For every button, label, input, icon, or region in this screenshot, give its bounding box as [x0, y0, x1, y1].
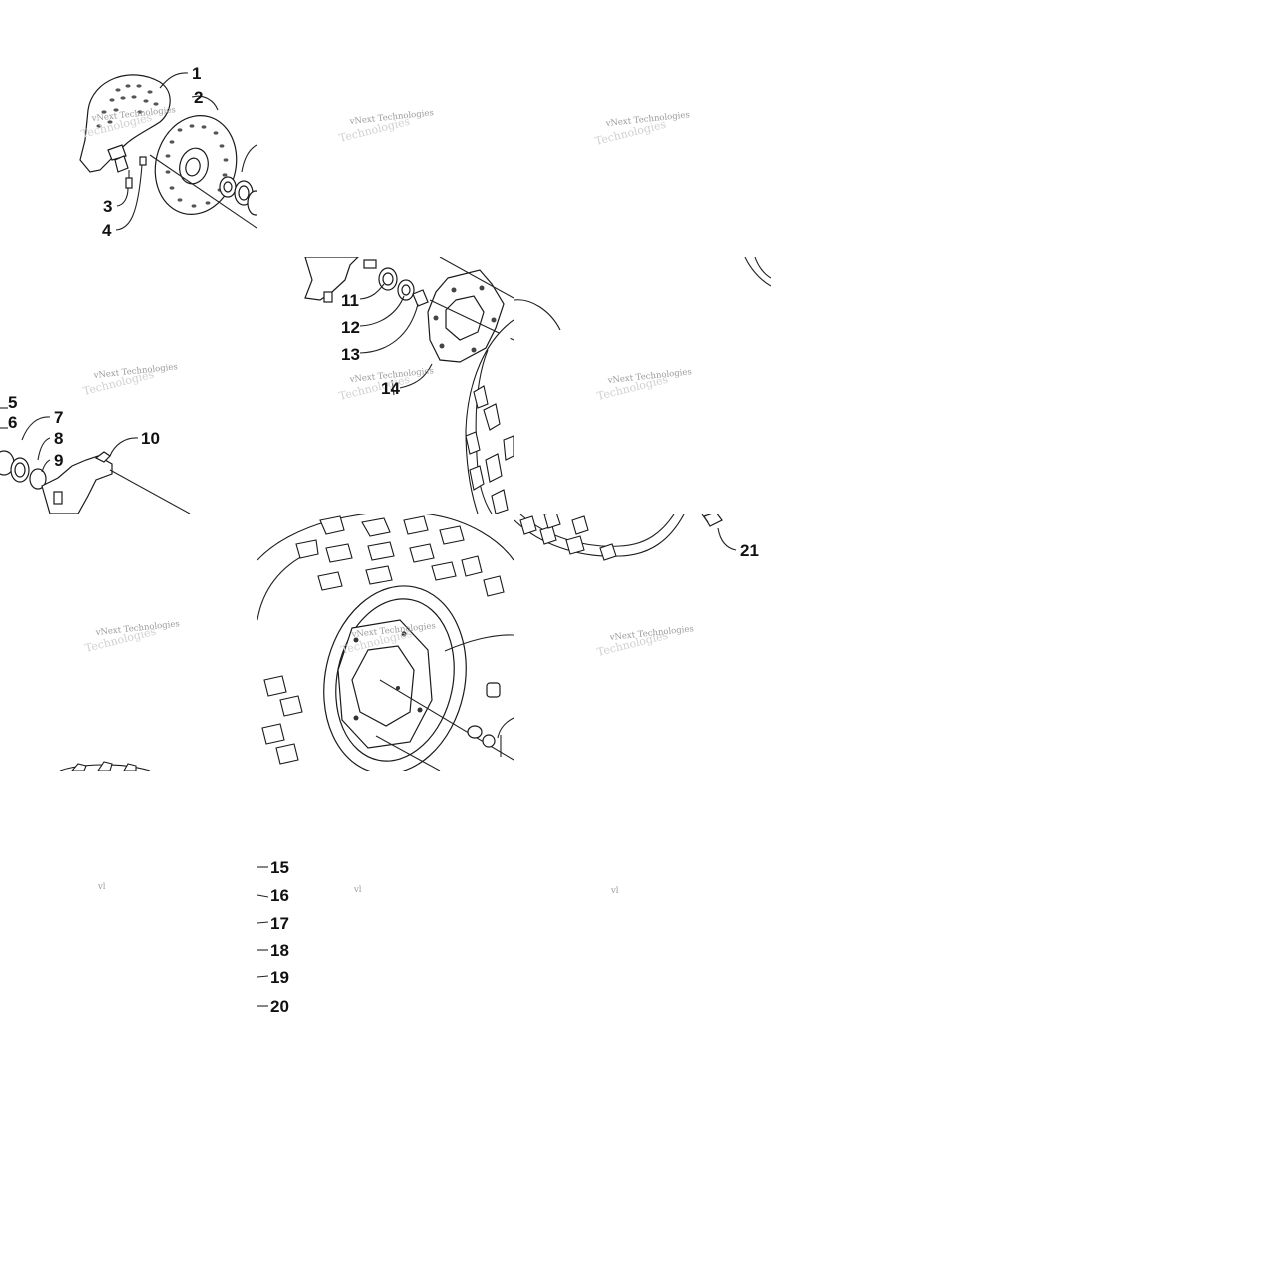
callout-5: 5: [8, 393, 17, 412]
tire-tread: [514, 257, 771, 331]
callout-7: 7: [54, 408, 63, 427]
callout-3: 3: [103, 197, 112, 216]
valve-stem: [703, 514, 723, 527]
spindle-assembly: [0, 407, 191, 514]
callout-18: 18: [270, 941, 289, 960]
callout-6: 6: [8, 413, 17, 432]
callout-11: 11: [341, 291, 359, 310]
callout-20: 20: [270, 997, 289, 1016]
svg-text:vl: vl: [610, 886, 619, 896]
svg-text:vl: vl: [97, 882, 106, 892]
callout-13: 13: [341, 345, 360, 364]
tire-tread-left: [59, 761, 151, 771]
brake-disc-assembly: [79, 72, 257, 231]
callouts: 1 2 3 4 5 6 7 8 9 10 11 12 13 14 15 16 1…: [8, 64, 759, 1016]
wheel-rim-assembly: [257, 514, 514, 771]
callout-4: 4: [102, 221, 112, 240]
callout-2: 2: [194, 88, 203, 107]
callout-1: 1: [192, 64, 201, 83]
callout-8: 8: [54, 429, 63, 448]
callout-16: 16: [270, 886, 289, 905]
hub-bearing-assembly: [304, 257, 514, 514]
watermarks: Technologies vNext Technologies Technolo…: [80, 105, 695, 896]
callout-21: 21: [740, 541, 759, 560]
tire-tread-bottom: [514, 514, 737, 561]
callout-14: 14: [381, 379, 400, 398]
callout-12: 12: [341, 318, 360, 337]
callout-19: 19: [270, 968, 289, 987]
callout-15: 15: [270, 858, 289, 877]
callout-10: 10: [141, 429, 160, 448]
svg-text:vl: vl: [353, 885, 362, 895]
legend-leaders: [256, 866, 269, 1007]
callout-9: 9: [54, 451, 63, 470]
callout-17: 17: [270, 914, 289, 933]
